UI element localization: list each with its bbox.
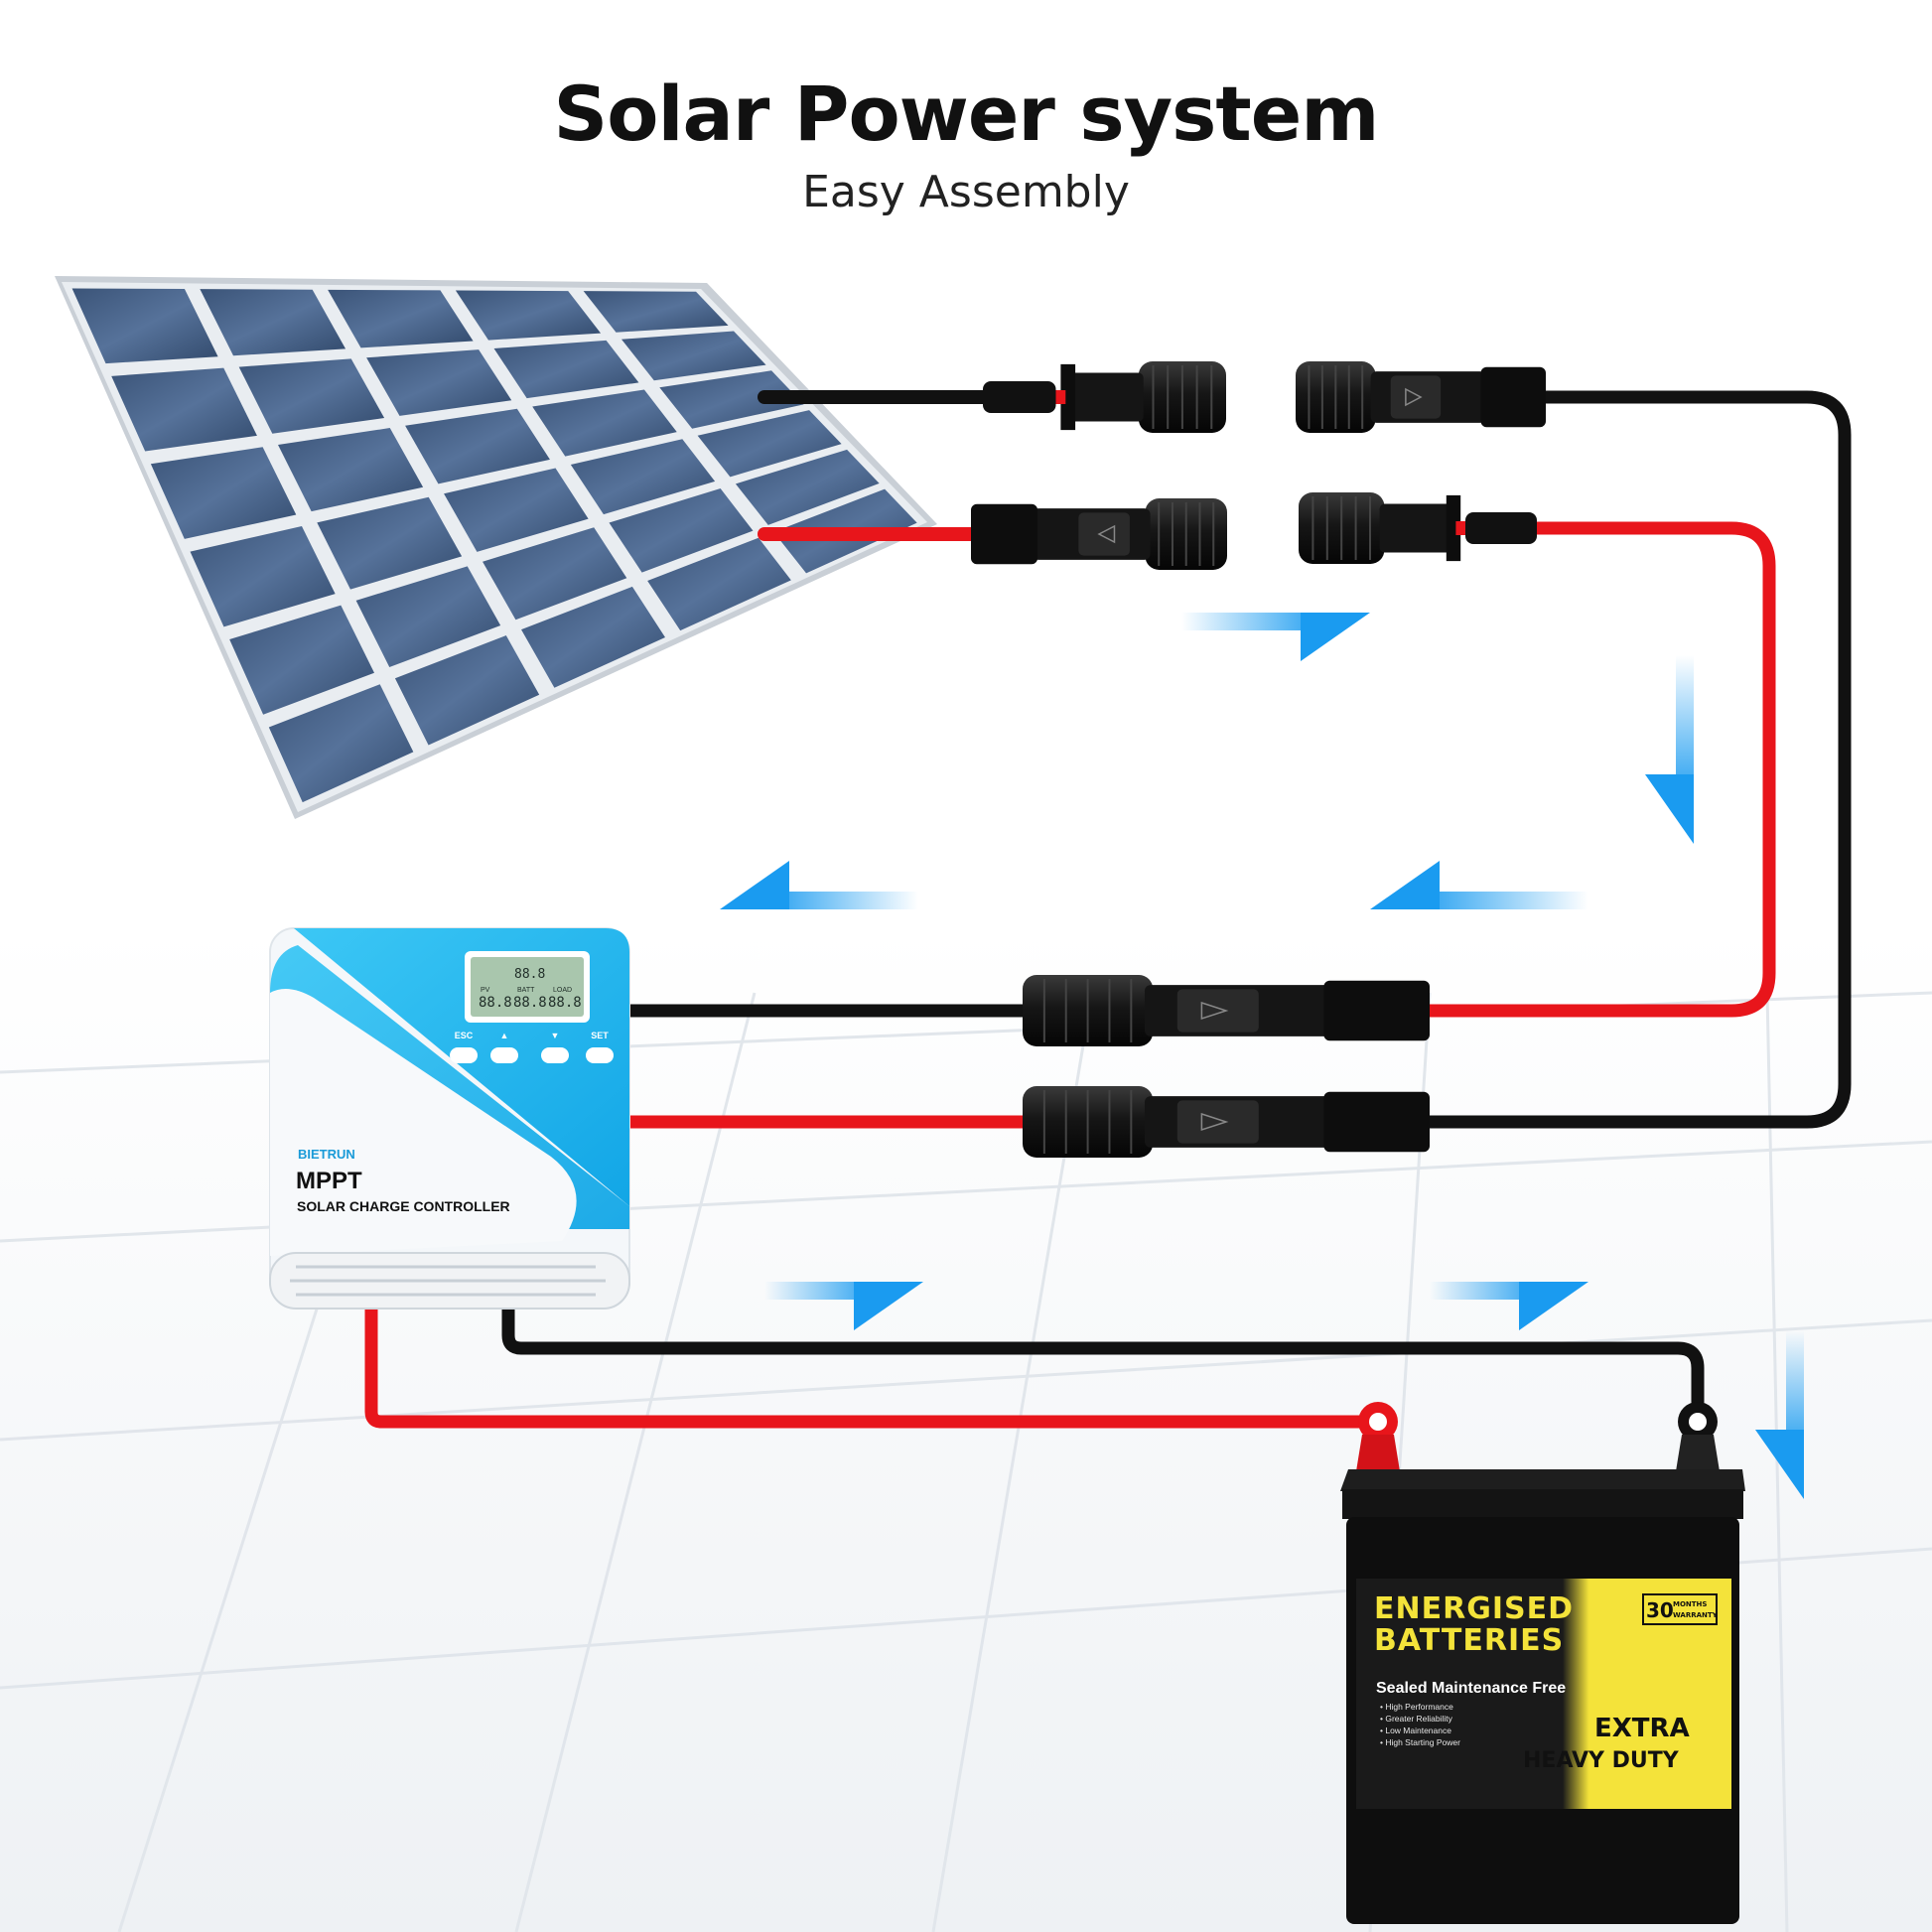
lcd-batt-label: BATT	[517, 987, 535, 994]
flow-arrow-right-lower-right	[1430, 1282, 1588, 1330]
solar-cell	[521, 586, 666, 688]
page-title: Solar Power system	[553, 69, 1380, 158]
controller-button[interactable]	[490, 1047, 518, 1063]
mc4-joined-connector-upper	[1023, 975, 1430, 1046]
extension-positive-cable	[1418, 521, 1776, 1018]
battery-badge-line2: HEAVY DUTY	[1523, 1748, 1680, 1773]
solar-cell	[609, 488, 754, 573]
charge-controller: 88.8 88.8 88.8 88.8 PV BATT LOAD ESC ▲ ▼ SE…	[269, 927, 630, 1310]
solar-cell	[150, 447, 297, 539]
lcd-batt-digits: 88.8	[513, 995, 547, 1011]
warranty-badge	[1642, 1593, 1718, 1625]
solar-cell	[268, 684, 414, 803]
warranty-number: 30	[1646, 1598, 1674, 1622]
solar-panel	[55, 276, 937, 819]
battery-tagline: Sealed Maintenance Free	[1376, 1680, 1566, 1697]
battery-badge-line1: EXTRA	[1594, 1714, 1690, 1743]
mc4-male-plug-loop-positive	[1299, 492, 1537, 564]
controller-button-label: ▼	[551, 1031, 560, 1040]
solar-cell	[229, 605, 375, 715]
controller-button[interactable]	[586, 1047, 614, 1063]
solar-cell	[455, 290, 602, 341]
warranty-months: MONTHS	[1673, 1600, 1707, 1608]
mc4-male-plug-negative	[983, 361, 1226, 433]
lcd-top-digits: 88.8	[514, 967, 545, 982]
solar-cell	[277, 428, 424, 512]
solar-cell	[200, 289, 346, 356]
cables	[364, 390, 1852, 1429]
controller-button-label: ▲	[500, 1031, 509, 1040]
solar-cell	[238, 358, 385, 434]
solar-cell	[659, 370, 804, 429]
flow-arrow-left-right	[1370, 861, 1588, 909]
battery-feature: • Greater Reliability	[1380, 1714, 1453, 1724]
mc4-female-socket-positive	[971, 498, 1227, 570]
solar-cell	[647, 537, 791, 631]
solar-cell	[405, 408, 550, 484]
battery-feature: • High Performance	[1380, 1702, 1453, 1712]
solar-cell	[190, 525, 336, 627]
solar-cell	[697, 410, 842, 478]
battery-features: • High Performance• Greater Reliability•…	[1380, 1702, 1460, 1747]
solar-cell	[444, 468, 589, 552]
solar-cell	[570, 439, 716, 515]
lcd-pv-digits: 88.8	[479, 995, 512, 1011]
flow-arrow-left-left	[720, 861, 918, 909]
flow-arrow-right-lower-left	[764, 1282, 923, 1330]
solar-cell	[583, 291, 729, 333]
battery-brand-line2: BATTERIES	[1374, 1623, 1564, 1658]
controller-model: MPPT	[296, 1168, 362, 1194]
controller-button-label: SET	[591, 1031, 609, 1040]
controller-button[interactable]	[450, 1047, 478, 1063]
solar-cell	[111, 367, 257, 452]
battery-feature: • High Starting Power	[1380, 1737, 1460, 1747]
solar-cell	[532, 389, 677, 457]
battery-feature: • Low Maintenance	[1380, 1725, 1451, 1735]
mc4-connectors	[971, 361, 1546, 1158]
controller-button-label: ESC	[455, 1031, 474, 1040]
flow-arrow-right-top	[1181, 613, 1370, 661]
lcd-pv-label: PV	[481, 987, 490, 994]
battery-negative-cable	[501, 1302, 1705, 1409]
flow-arrow-down-battery	[1755, 1330, 1804, 1499]
solar-cell	[483, 527, 627, 621]
lcd-load-label: LOAD	[553, 987, 572, 994]
controller-brand: BIETRUN	[298, 1147, 355, 1162]
solar-cell	[317, 496, 463, 590]
page-subtitle: Easy Assembly	[802, 167, 1130, 217]
mc4-joined-connector-lower	[1023, 1086, 1430, 1158]
solar-panel-cells	[71, 288, 917, 803]
battery: ENERGISED BATTERIES 30 MONTHS WARRANTY S…	[1340, 1402, 1745, 1924]
solar-cell	[394, 635, 540, 746]
flow-arrows	[720, 613, 1804, 1499]
solar-cell	[493, 340, 639, 399]
solar-cell	[71, 288, 218, 364]
mc4-female-socket-loop-negative	[1296, 361, 1546, 433]
controller-name: SOLAR CHARGE CONTROLLER	[297, 1198, 510, 1214]
lcd-load-digits: 88.8	[548, 995, 582, 1011]
controller-buttons: ESC ▲ ▼ SET	[450, 1031, 614, 1063]
flow-arrow-down-right	[1645, 655, 1694, 844]
extension-negative-cable	[1418, 390, 1852, 1129]
solar-cell	[366, 349, 512, 416]
solar-cell	[355, 566, 501, 668]
solar-cell	[328, 289, 474, 348]
solar-cell	[621, 331, 766, 381]
controller-button[interactable]	[541, 1047, 569, 1063]
solar-cell	[735, 449, 880, 525]
battery-brand-line1: ENERGISED	[1374, 1591, 1574, 1626]
warranty-text: WARRANTY	[1673, 1611, 1719, 1619]
